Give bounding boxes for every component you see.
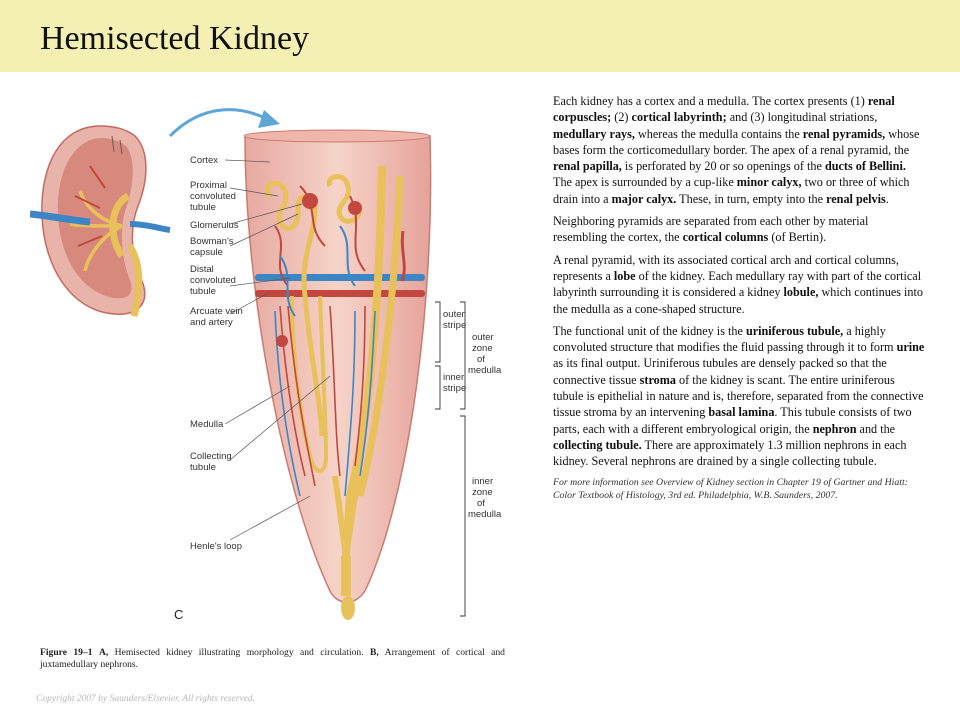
body-text: Each kidney has a cortex and a medulla. … — [553, 93, 925, 502]
text-run: Neighboring pyramids are separated from … — [553, 214, 869, 245]
bold-term: cortical columns — [682, 230, 769, 245]
copyright: Copyright 2007 by Saunders/Elsevier. All… — [36, 694, 256, 704]
leader-lines — [224, 159, 331, 541]
bold-term: renal pyramids, — [802, 126, 886, 141]
text-run: and (3) longitudinal striations, — [726, 110, 878, 125]
bold-term: lobe — [613, 268, 636, 283]
text-run: of the kidney. Each medullary ray with p… — [553, 268, 922, 300]
bold-term: renal pelvis — [826, 191, 886, 206]
caption-a-label: A, — [98, 647, 109, 658]
small-kidney — [30, 125, 171, 317]
text-run: (2) — [611, 110, 632, 125]
bold-term: renal corpuscles; — [553, 94, 895, 125]
label-outer-zone-4: medulla — [468, 365, 502, 376]
label-collecting-1: Collecting — [190, 451, 232, 462]
label-inner-zone-3: of — [477, 498, 485, 509]
label-outer-stripe-1: outer — [443, 309, 465, 320]
bold-term: ducts of Bellini. — [824, 159, 906, 174]
label-inner-zone-4: medulla — [468, 509, 502, 520]
label-outer-stripe-2: stripe — [443, 320, 467, 331]
text-run: whose bases form the corticomedullary bo… — [553, 126, 920, 157]
label-inner-zone-2: zone — [472, 487, 493, 498]
bold-term: minor calyx, — [736, 175, 802, 190]
label-inner-zone-1: inner — [472, 476, 494, 487]
bold-term: cortical labyrinth; — [631, 110, 727, 125]
label-pct-2: convoluted — [190, 191, 236, 202]
text-run: . — [885, 191, 889, 206]
bold-term: stroma — [639, 372, 676, 387]
caption-b-label: B, — [370, 647, 379, 658]
label-pct-1: Proximal — [190, 180, 227, 191]
label-dct-2: convoluted — [190, 275, 236, 286]
paragraph-cortical-columns: Neighboring pyramids are separated from … — [553, 213, 925, 246]
text-run: These, in turn, empty into the — [676, 191, 827, 206]
label-collecting-2: tubule — [190, 462, 216, 473]
text-run: which continues into the medulla as a co… — [553, 285, 923, 316]
label-glomerulus: Glomerulus — [190, 220, 239, 231]
figure-caption: Figure 19–1 A, Hemisected kidney illustr… — [40, 647, 505, 671]
text-run: as its final output. Uriniferous tubules… — [553, 356, 887, 387]
bold-term: lobule, — [783, 285, 819, 300]
label-cortex: Cortex — [190, 155, 218, 166]
pointer-arrow — [168, 108, 280, 138]
figure-letter: C — [174, 607, 184, 622]
text-run: whereas the medulla contains the — [634, 126, 803, 141]
text-run: The functional unit of the kidney is the — [553, 323, 746, 338]
label-dct-1: Distal — [190, 264, 214, 275]
text-run: . This tubule consists of two parts, eac… — [553, 405, 912, 436]
label-bowman-1: Bowman's — [190, 236, 234, 247]
paragraph-uriniferous-tubule: The functional unit of the kidney is the… — [553, 323, 925, 470]
label-arcuate-1: Arcuate vein — [190, 306, 243, 317]
text-run: a highly convoluted structure that modif… — [553, 323, 897, 355]
bold-term: collecting tubule. — [553, 437, 642, 452]
zone-brackets — [435, 301, 466, 617]
text-run: and the — [856, 421, 896, 436]
label-dct-3: tubule — [190, 286, 216, 297]
label-medulla: Medulla — [190, 419, 224, 430]
label-inner-stripe-1: inner — [443, 372, 465, 383]
label-arcuate-2: and artery — [190, 317, 233, 328]
caption-a-text: Hemisected kidney illustrating morpholog… — [108, 647, 370, 658]
caption-b-text: Arrangement of cortical and juxtamedulla… — [40, 647, 505, 670]
paragraph-cortex-medulla: Each kidney has a cortex and a medulla. … — [553, 93, 925, 207]
label-inner-stripe-2: stripe — [443, 383, 467, 394]
bold-term: nephron — [812, 421, 857, 436]
label-bowman-2: capsule — [190, 247, 223, 258]
page-title: Hemisected Kidney — [40, 20, 310, 57]
label-henle: Henle's loop — [190, 541, 242, 552]
paragraph-lobe: A renal pyramid, with its associated cor… — [553, 252, 925, 317]
label-pct-3: tubule — [190, 202, 216, 213]
label-outer-zone-3: of — [477, 354, 485, 365]
text-run: (of Bertin). — [768, 230, 827, 245]
kidney-figure: Cortex Proximal convoluted tubule Glomer… — [30, 96, 520, 636]
kidney-illustration — [30, 108, 466, 620]
text-run: A renal pyramid, with its associated cor… — [553, 252, 899, 283]
title-bar: Hemisected Kidney — [0, 0, 960, 72]
label-outer-zone-1: outer — [472, 332, 494, 343]
label-outer-zone-2: zone — [472, 343, 493, 354]
nephron-cone — [243, 129, 432, 620]
caption-figure-label: Figure 19–1 — [40, 647, 93, 658]
text-run: two or three of which drain into a — [553, 175, 910, 206]
text-run: There are approximately 1.3 million neph… — [553, 437, 907, 469]
text-run: Each kidney has a cortex and a medulla. … — [553, 94, 868, 108]
reference-note: For more information see Overview of Kid… — [553, 476, 909, 501]
bold-term: renal papilla, — [553, 159, 622, 174]
text-run: The apex is surrounded by a cup-like — [553, 175, 737, 190]
bold-term: urine — [896, 340, 925, 355]
bold-term: basal lamina — [708, 405, 775, 420]
bold-term: medullary rays, — [553, 126, 635, 141]
text-run: of the kidney is scant. The entire urini… — [553, 372, 924, 420]
bold-term: major calyx. — [611, 191, 677, 206]
text-run: is perforated by 20 or so openings of th… — [621, 159, 825, 174]
bold-term: uriniferous tubule, — [745, 323, 844, 338]
